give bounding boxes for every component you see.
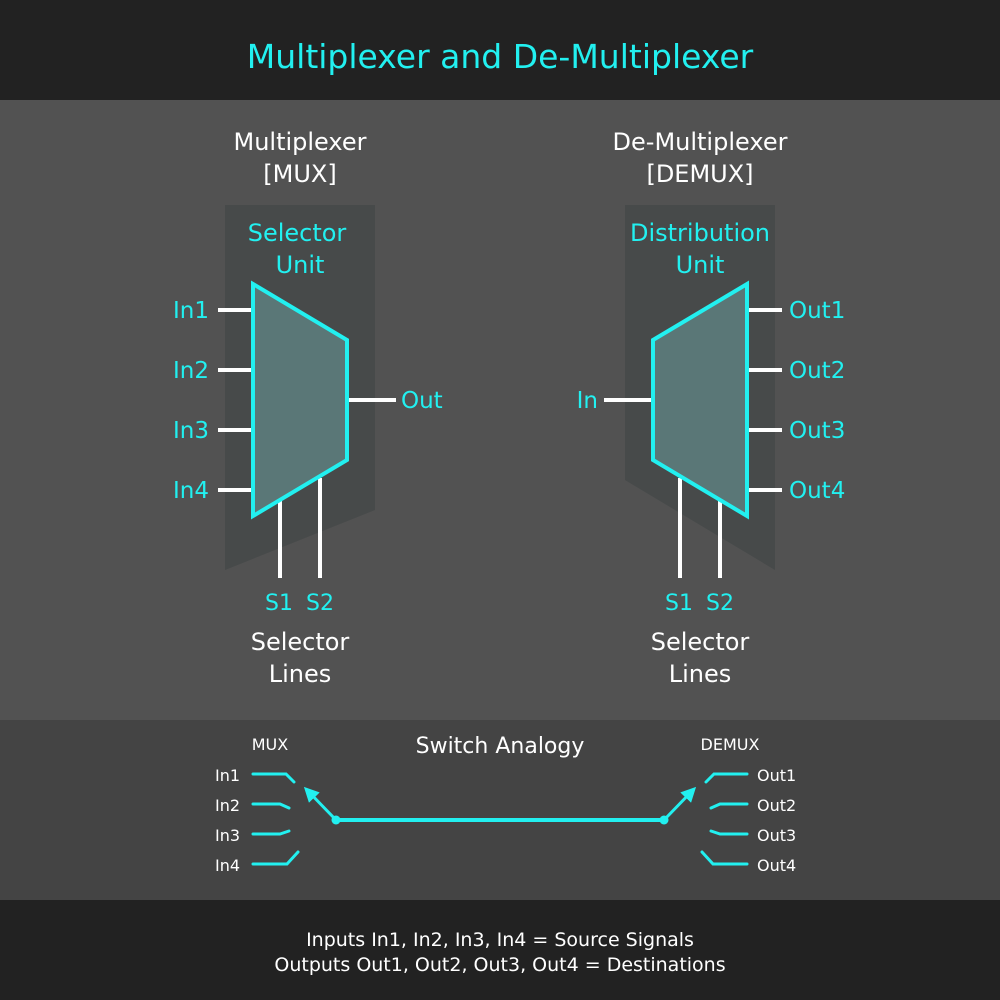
footer-line-inputs: Inputs In1, In2, In3, In4 = Source Signa… [306,929,694,951]
demux-switch-arm [662,786,697,822]
demux-section: De-Multiplexer [DEMUX] Distribution Unit… [577,128,846,688]
analogy-mux-input: In4 [215,856,240,875]
demux-heading: De-Multiplexer [613,128,788,156]
switch-analogy: Switch Analogy MUX DEMUX In1 In2 In3 In4… [215,734,796,875]
demux-output-label: Out3 [789,418,845,444]
demux-selector-caption: Selector [651,628,750,656]
mux-heading: Multiplexer [233,128,366,156]
demux-unit-label: Distribution [630,219,770,247]
page-title: Multiplexer and De-Multiplexer [247,37,754,76]
demux-selector-label: S1 [665,591,693,616]
demux-selector-label: S2 [706,591,734,616]
demux-input-label: In [577,388,598,414]
mux-unit-label-2: Unit [276,251,325,279]
mux-switch-contacts [251,772,300,866]
mux-output-label: Out [401,388,443,414]
mux-switch-arm [303,786,338,822]
demux-block [651,280,749,520]
analogy-mux-label: MUX [252,735,289,754]
analogy-demux-output: Out4 [757,856,796,875]
demux-switch-contacts [700,772,749,866]
mux-section: Multiplexer [MUX] Selector Unit In1 In2 … [173,128,443,688]
analogy-demux-output: Out1 [757,766,796,785]
analogy-demux-label: DEMUX [701,735,760,754]
mux-selector-label: S1 [265,591,293,616]
demux-output-label: Out4 [789,478,845,504]
demux-wires [604,308,782,578]
demux-selector-caption-2: Lines [669,660,732,688]
demux-output-label: Out2 [789,358,845,384]
header-band [0,0,1000,100]
footer-band [0,900,1000,1000]
mux-input-label: In4 [173,478,209,504]
demux-output-label: Out1 [789,298,845,324]
switch-analogy-panel [0,720,1000,900]
mux-switch-pivot [331,815,341,825]
analogy-demux-output: Out3 [757,826,796,845]
mux-input-label: In3 [173,418,209,444]
mux-input-wires [218,308,396,578]
mux-selector-caption-2: Lines [269,660,332,688]
demux-unit-label-2: Unit [676,251,725,279]
main-panel [0,100,1000,720]
switch-analogy-title: Switch Analogy [416,734,585,759]
mux-selector-label: S2 [306,591,334,616]
demux-heading-abbrev: [DEMUX] [646,160,753,188]
mux-selector-caption: Selector [251,628,350,656]
demux-switch-pivot [659,815,669,825]
analogy-mux-input: In2 [215,796,240,815]
mux-block [251,280,349,520]
analogy-mux-input: In1 [215,766,240,785]
footer-line-outputs: Outputs Out1, Out2, Out3, Out4 = Destina… [274,954,725,976]
analogy-demux-output: Out2 [757,796,796,815]
mux-unit-label: Selector [248,219,347,247]
mux-input-label: In2 [173,358,209,384]
mux-input-label: In1 [173,298,209,324]
mux-heading-abbrev: [MUX] [263,160,336,188]
analogy-mux-input: In3 [215,826,240,845]
